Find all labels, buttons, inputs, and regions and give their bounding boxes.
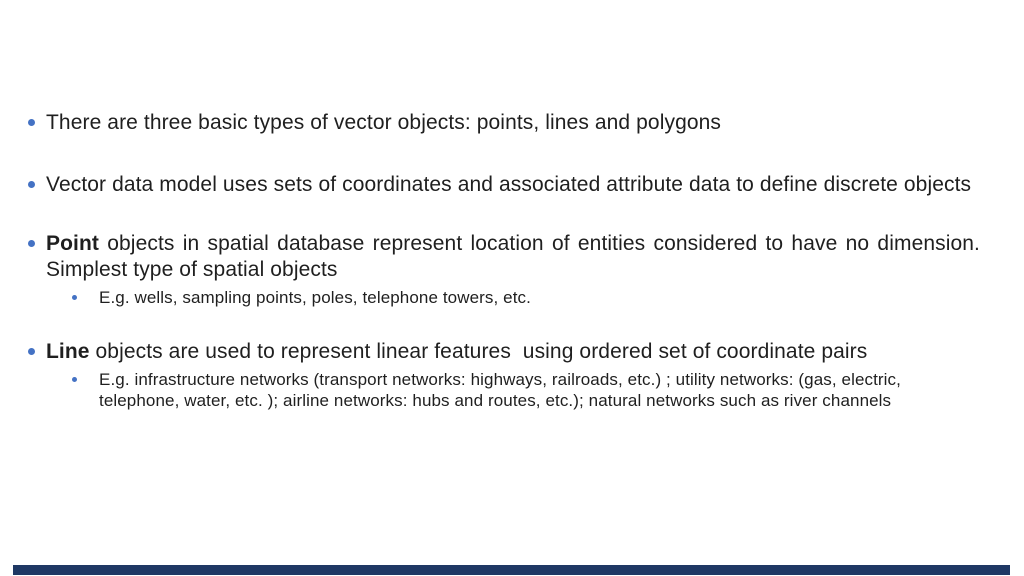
sub-bullet-item: E.g. infrastructure networks (transport … bbox=[72, 369, 980, 411]
bullet-icon bbox=[72, 377, 77, 382]
bullet-icon bbox=[28, 119, 35, 126]
bullet-text: Line objects are used to represent linea… bbox=[46, 340, 868, 363]
sub-bullet-text: E.g. infrastructure networks (transport … bbox=[99, 370, 901, 410]
bullet-item: Point objects in spatial database repres… bbox=[28, 231, 980, 283]
bullet-icon bbox=[28, 348, 35, 355]
bullet-item: Line objects are used to represent linea… bbox=[28, 339, 980, 365]
bullet-item: Vector data model uses sets of coordinat… bbox=[28, 172, 980, 198]
bullet-icon bbox=[28, 240, 35, 247]
bullet-icon bbox=[72, 295, 77, 300]
sub-bullet-item: E.g. wells, sampling points, poles, tele… bbox=[72, 287, 980, 308]
bullet-text: There are three basic types of vector ob… bbox=[46, 111, 722, 134]
bullet-icon bbox=[28, 181, 35, 188]
bullet-item: There are three basic types of vector ob… bbox=[28, 110, 980, 136]
sub-bullet-text: E.g. wells, sampling points, poles, tele… bbox=[99, 288, 531, 307]
bottom-accent-bar bbox=[13, 565, 1010, 575]
slide-body: There are three basic types of vector ob… bbox=[28, 110, 980, 411]
bullet-text: Point objects in spatial database repres… bbox=[46, 232, 980, 281]
bullet-text: Vector data model uses sets of coordinat… bbox=[46, 173, 972, 196]
